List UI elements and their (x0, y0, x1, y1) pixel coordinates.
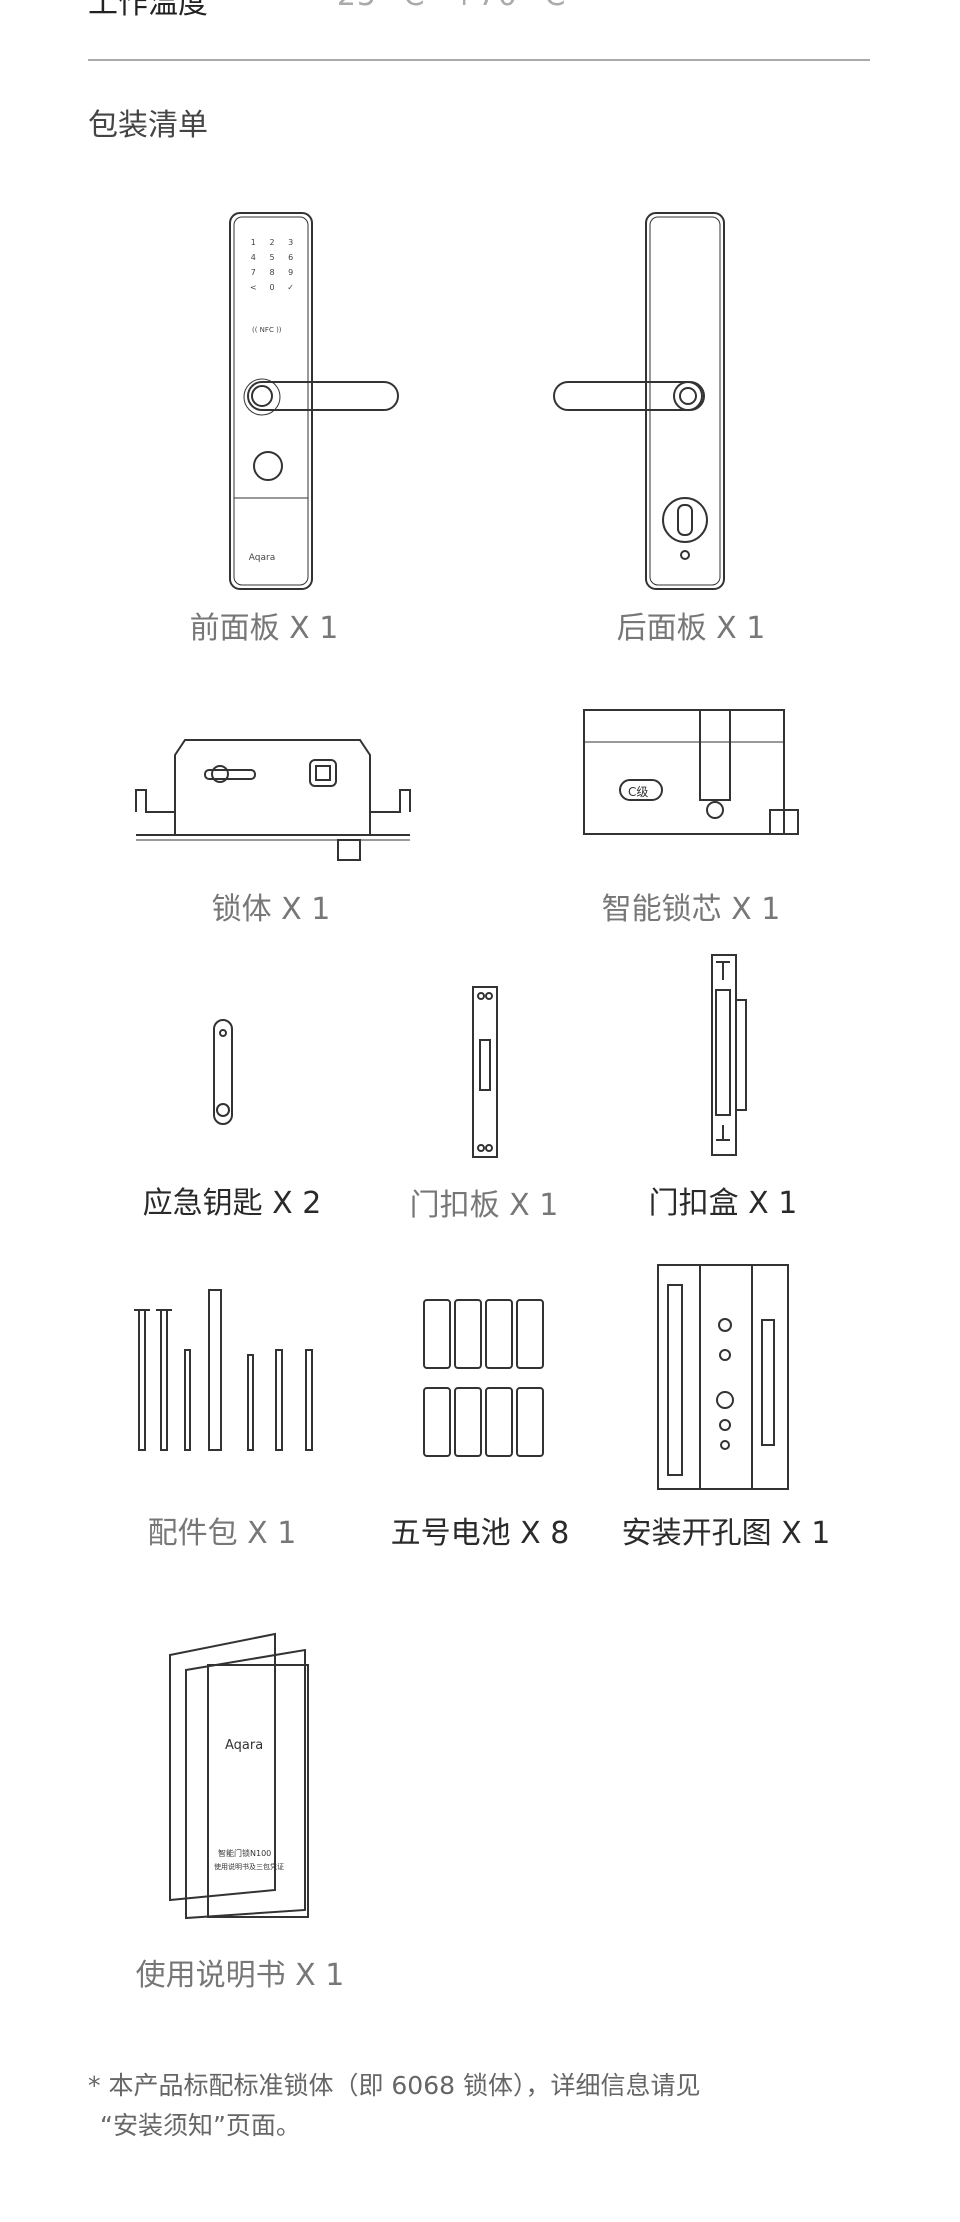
item-label-batteries: 五号电池 X 8 (390, 1516, 570, 1551)
spec-label: 工作温度 (88, 0, 208, 21)
keypad-key: 6 (288, 253, 294, 262)
keypad-key: 8 (269, 268, 275, 277)
item-label-strike-plate: 门扣板 X 1 (409, 1188, 559, 1223)
manual-brand-text: Aqara (225, 1738, 264, 1753)
item-label-accessory-pack: 配件包 X 1 (147, 1516, 297, 1551)
front-keypad: 1 2 3 4 5 6 7 8 9 < 0 ✓ (244, 238, 300, 292)
item-label-front-panel: 前面板 X 1 (189, 611, 339, 646)
keypad-key: 1 (250, 238, 256, 247)
section-title: 包装清单 (88, 108, 208, 143)
keypad-key: 7 (250, 268, 256, 277)
keypad-key: < (249, 283, 257, 292)
keypad-key: 3 (288, 238, 294, 247)
item-label-strike-box: 门扣盒 X 1 (648, 1186, 798, 1221)
item-label-smart-cylinder: 智能锁芯 X 1 (601, 892, 781, 927)
item-label-back-panel: 后面板 X 1 (616, 611, 766, 646)
manual-title-text: 智能门锁N100 (218, 1849, 272, 1858)
cylinder-grade-text: C级 (628, 785, 649, 799)
item-label-emergency-key: 应急钥匙 X 2 (142, 1186, 322, 1221)
item-label-installation-template: 安装开孔图 X 1 (621, 1516, 831, 1551)
manual-subtitle-text: 使用说明书及三包凭证 (214, 1863, 284, 1871)
footer-note-line2: “安装须知”页面。 (100, 2111, 301, 2140)
item-label-lock-body: 锁体 X 1 (211, 892, 331, 927)
keypad-key: 0 (269, 283, 275, 292)
keypad-key: 2 (269, 238, 275, 247)
keypad-key: ✓ (287, 283, 294, 292)
keypad-key: 9 (288, 268, 294, 277)
nfc-text: (( NFC )) (252, 326, 282, 334)
item-label-manual: 使用说明书 X 1 (135, 1958, 345, 1993)
spec-value: -25 °C~+70 °C (325, 0, 566, 13)
divider (88, 59, 870, 61)
keypad-key: 4 (250, 253, 256, 262)
footer-note-line1: * 本产品标配标准锁体（即 6068 锁体），详细信息请见 (88, 2071, 701, 2100)
front-brand-text: Aqara (249, 553, 275, 563)
keypad-key: 5 (269, 253, 275, 262)
